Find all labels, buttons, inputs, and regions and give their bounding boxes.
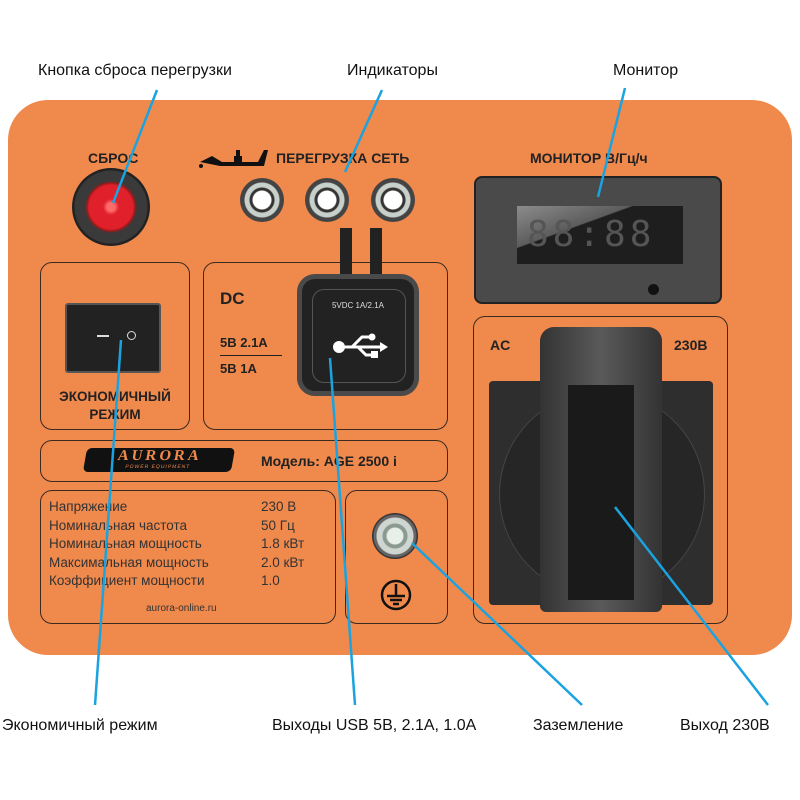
dc-label: DC xyxy=(220,289,245,308)
spec-value: 1.8 кВт xyxy=(261,536,305,551)
dc-box: DC 5В 2.1А 5В 1А xyxy=(203,262,448,430)
callout-ground: Заземление xyxy=(533,717,624,734)
socket-cover[interactable] xyxy=(540,327,662,612)
usb-port-cover[interactable]: 5VDC 1A/2.1A xyxy=(297,274,419,396)
dc-line-1: 5В 2.1А xyxy=(220,335,282,356)
callout-output: Выход 230В xyxy=(680,717,770,734)
ac-label: AC xyxy=(490,337,511,353)
spec-name: Коэффициент мощности xyxy=(49,573,205,588)
usb-cover-strap xyxy=(340,228,352,278)
ac-outlet-box: AC 230В xyxy=(473,316,728,624)
overload-indicator-led xyxy=(305,178,349,222)
spec-value: 1.0 xyxy=(261,573,280,588)
dc-line-2: 5В 1А xyxy=(220,361,257,376)
spec-name: Номинальная частота xyxy=(49,517,188,533)
model-bar: AURORA POWER EQUIPMENT Модель: AGE 2500 … xyxy=(40,440,448,482)
reset-button[interactable] xyxy=(72,168,150,246)
switch-off-mark xyxy=(127,331,136,340)
power-indicator-led xyxy=(371,178,415,222)
website: aurora-online.ru xyxy=(146,603,217,614)
callout-indicators: Индикаторы xyxy=(347,62,438,79)
usb-icon xyxy=(333,333,388,358)
monitor-display: 88:88 xyxy=(474,176,722,304)
indicators-label: ПЕРЕГРУЗКА СЕТЬ xyxy=(276,150,410,166)
spec-value: 2.0 кВт xyxy=(261,554,305,570)
callout-reset: Кнопка сброса перегрузки xyxy=(38,62,232,79)
callout-eco: Экономичный режим xyxy=(2,717,158,734)
monitor-mode-button[interactable] xyxy=(648,284,659,295)
reset-label: СБРОС xyxy=(88,150,139,166)
monitor-digits: 88:88 xyxy=(527,214,656,255)
eco-mode-switch[interactable] xyxy=(65,303,161,373)
spec-value: 50 Гц xyxy=(261,517,295,533)
spec-values: 230 В 50 Гц 1.8 кВт 2.0 кВт 1.0 xyxy=(261,498,304,591)
oil-indicator-led xyxy=(240,178,284,222)
spec-value: 230 В xyxy=(261,499,297,514)
oil-can-icon xyxy=(199,150,268,168)
spec-name: Максимальная мощность xyxy=(49,554,209,570)
eco-label-1: ЭКОНОМИЧНЫЙ xyxy=(59,389,171,404)
callout-monitor: Монитор xyxy=(613,62,679,79)
ac-voltage: 230В xyxy=(674,337,708,353)
usb-cover-strap xyxy=(370,228,382,278)
ground-terminal[interactable] xyxy=(372,513,418,559)
monitor-label: МОНИТОР В/Гц/ч xyxy=(530,150,648,166)
ground-icon xyxy=(380,579,412,611)
callout-usb: Выходы USB 5В, 2.1А, 1.0А xyxy=(272,717,477,734)
spec-name: Номинальная мощность xyxy=(49,536,202,551)
usb-rating-text: 5VDC 1A/2.1A xyxy=(331,301,385,310)
switch-on-mark xyxy=(97,335,109,337)
model-label: Модель: AGE 2500 i xyxy=(261,453,397,469)
